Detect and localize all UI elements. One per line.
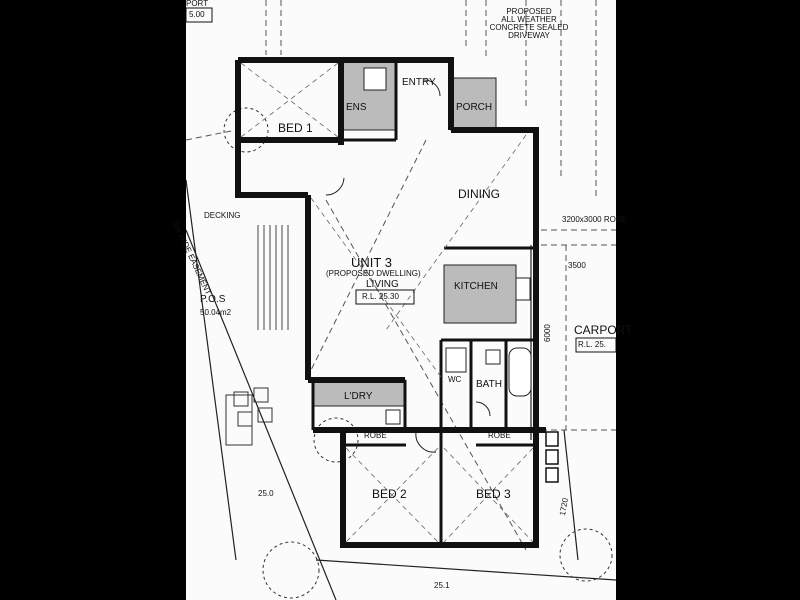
door-swings [325, 79, 491, 453]
dimension-25-1: 25.1 [434, 581, 450, 590]
top-left-number: 5.00 [189, 10, 205, 19]
dimension-25-0: 25.0 [258, 489, 274, 498]
rl-boxes [186, 7, 616, 353]
interior-walls [311, 62, 536, 545]
dimension-robe-note: 3200x3000 ROBE [562, 215, 627, 224]
site-dashed-lines [186, 0, 616, 551]
floor-plan-sheet: PORT 5.00 PROPOSED ALL WEATHER CONCRETE … [171, 0, 632, 600]
tree-symbols [223, 107, 613, 599]
driveway-note: PROPOSED ALL WEATHER CONCRETE SEALED DRI… [484, 8, 574, 40]
living-rl-level: R.L. 25.30 [362, 292, 399, 301]
room-label-kitchen: KITCHEN [454, 281, 498, 292]
carport-rl-level: R.L. 25. [578, 340, 607, 349]
robe-label-bed2: ROBE [364, 431, 387, 440]
room-label-entry: ENTRY [402, 77, 436, 88]
driveway-line-1: PROPOSED [506, 7, 552, 16]
driveway-line-2: ALL WEATHER [501, 15, 557, 24]
top-left-tag: PORT [186, 0, 209, 8]
paving-squares [225, 387, 273, 446]
pos-label: P.O.S [200, 294, 226, 305]
driveway-line-4: DRIVEWAY [508, 31, 550, 40]
room-label-bed3: BED 3 [476, 487, 511, 501]
proposed-dwelling-note: (PROPOSED DWELLING) [326, 269, 421, 278]
room-label-bed1: BED 1 [278, 121, 313, 135]
room-label-wc: WC [448, 375, 462, 384]
room-label-porch: PORCH [456, 102, 493, 113]
robe-label-bed3: ROBE [488, 431, 511, 440]
room-label-ens: ENS [346, 102, 367, 113]
room-label-laundry: L'DRY [344, 391, 373, 402]
room-label-bath: BATH [476, 379, 502, 390]
fixtures [363, 67, 532, 425]
room-label-dining: DINING [458, 187, 500, 201]
pos-area-label: 50.04m2 [200, 308, 232, 317]
room-diagonals [240, 62, 534, 543]
driveway-line-3: CONCRETE SEALED [489, 23, 569, 32]
dimension-3500: 3500 [568, 261, 586, 270]
side-markers [545, 431, 559, 483]
floor-plan-drawing [186, 0, 616, 600]
dimension-6000: 6000 [543, 324, 552, 342]
room-label-bed2: BED 2 [372, 487, 407, 501]
unit-title: UNIT 3 [351, 255, 392, 270]
site-boundary [186, 179, 616, 600]
decking-hatch [257, 225, 289, 330]
carport-label: CARPORT [574, 323, 633, 337]
room-label-living: LIVING [366, 279, 399, 290]
decking-label: DECKING [204, 211, 241, 220]
